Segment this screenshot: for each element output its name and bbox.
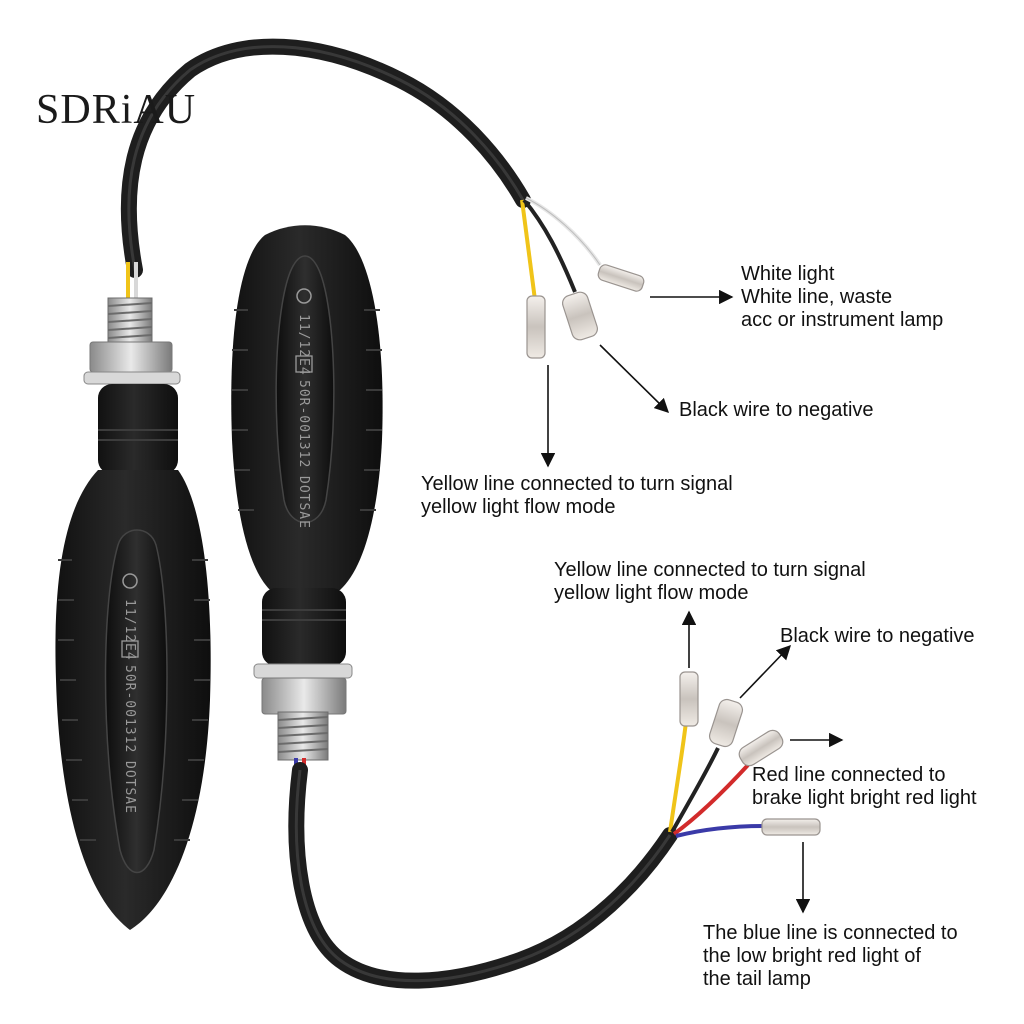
connector-yellow-bottom — [679, 671, 699, 727]
turn-signal-lamp-right: 11/12 E4 50R-001312 DOTSAE — [231, 225, 383, 772]
callout-arrows — [540, 289, 844, 914]
connector-yellow-top — [526, 295, 546, 359]
lamp-e-mark: E4 — [296, 358, 311, 376]
top-cable — [120, 38, 531, 300]
note-yellow-line-bottom: Yellow line connected to turn signal yel… — [554, 559, 866, 605]
lamp-standard-code: DOTSAE — [122, 761, 137, 814]
note-black-wire-bottom: Black wire to negative — [780, 625, 975, 648]
connector-red-bottom — [738, 729, 784, 767]
lamp-approval-code: 50R-001312 — [122, 665, 137, 753]
arrow-black-wire-bottom — [739, 644, 791, 699]
note-black-wire-top: Black wire to negative — [679, 399, 874, 422]
note-line: White line, waste — [741, 286, 893, 308]
note-line: White light — [741, 263, 835, 285]
top-split-wires — [520, 196, 602, 301]
note-line: the tail lamp — [703, 968, 811, 990]
note-line: acc or instrument lamp — [741, 309, 944, 331]
note-line: yellow light flow mode — [554, 582, 749, 604]
note-line: Red line connected to — [752, 764, 946, 786]
note-line: brake light bright red light — [752, 787, 977, 809]
note-line: yellow light flow mode — [421, 496, 616, 518]
note-line: Yellow line connected to turn signal — [421, 473, 733, 495]
connector-white-top — [597, 264, 645, 292]
note-line: The blue line is connected to — [703, 922, 958, 944]
note-yellow-line-top: Yellow line connected to turn signal yel… — [421, 473, 733, 519]
note-line: the low bright red light of — [703, 945, 921, 967]
connector-black-bottom — [708, 698, 744, 748]
bottom-split-wires — [668, 721, 765, 838]
lamp-date-code: 11/12 — [122, 599, 137, 643]
lamp-date-code: 11/12 — [296, 314, 311, 358]
note-red-line: Red line connected to brake light bright… — [752, 764, 977, 810]
note-line: Black wire to negative — [780, 625, 975, 647]
arrow-black-wire-top — [599, 344, 670, 414]
connector-black-top — [562, 291, 598, 341]
turn-signal-lamp-left: 11/12 E4 50R-001312 DOTSAE — [55, 297, 211, 930]
note-white-line: White light White line, waste acc or ins… — [741, 263, 943, 332]
bottom-cable — [288, 762, 678, 989]
lamp-approval-code: 50R-001312 — [296, 380, 311, 468]
connector-blue-bottom — [761, 818, 821, 836]
lamp-e-mark: E4 — [122, 643, 137, 661]
note-line: Yellow line connected to turn signal — [554, 559, 866, 581]
brand-watermark: SDRiAU — [36, 87, 197, 133]
lamp-standard-code: DOTSAE — [296, 476, 311, 529]
note-blue-line: The blue line is connected to the low br… — [703, 922, 958, 991]
note-line: Black wire to negative — [679, 399, 874, 421]
